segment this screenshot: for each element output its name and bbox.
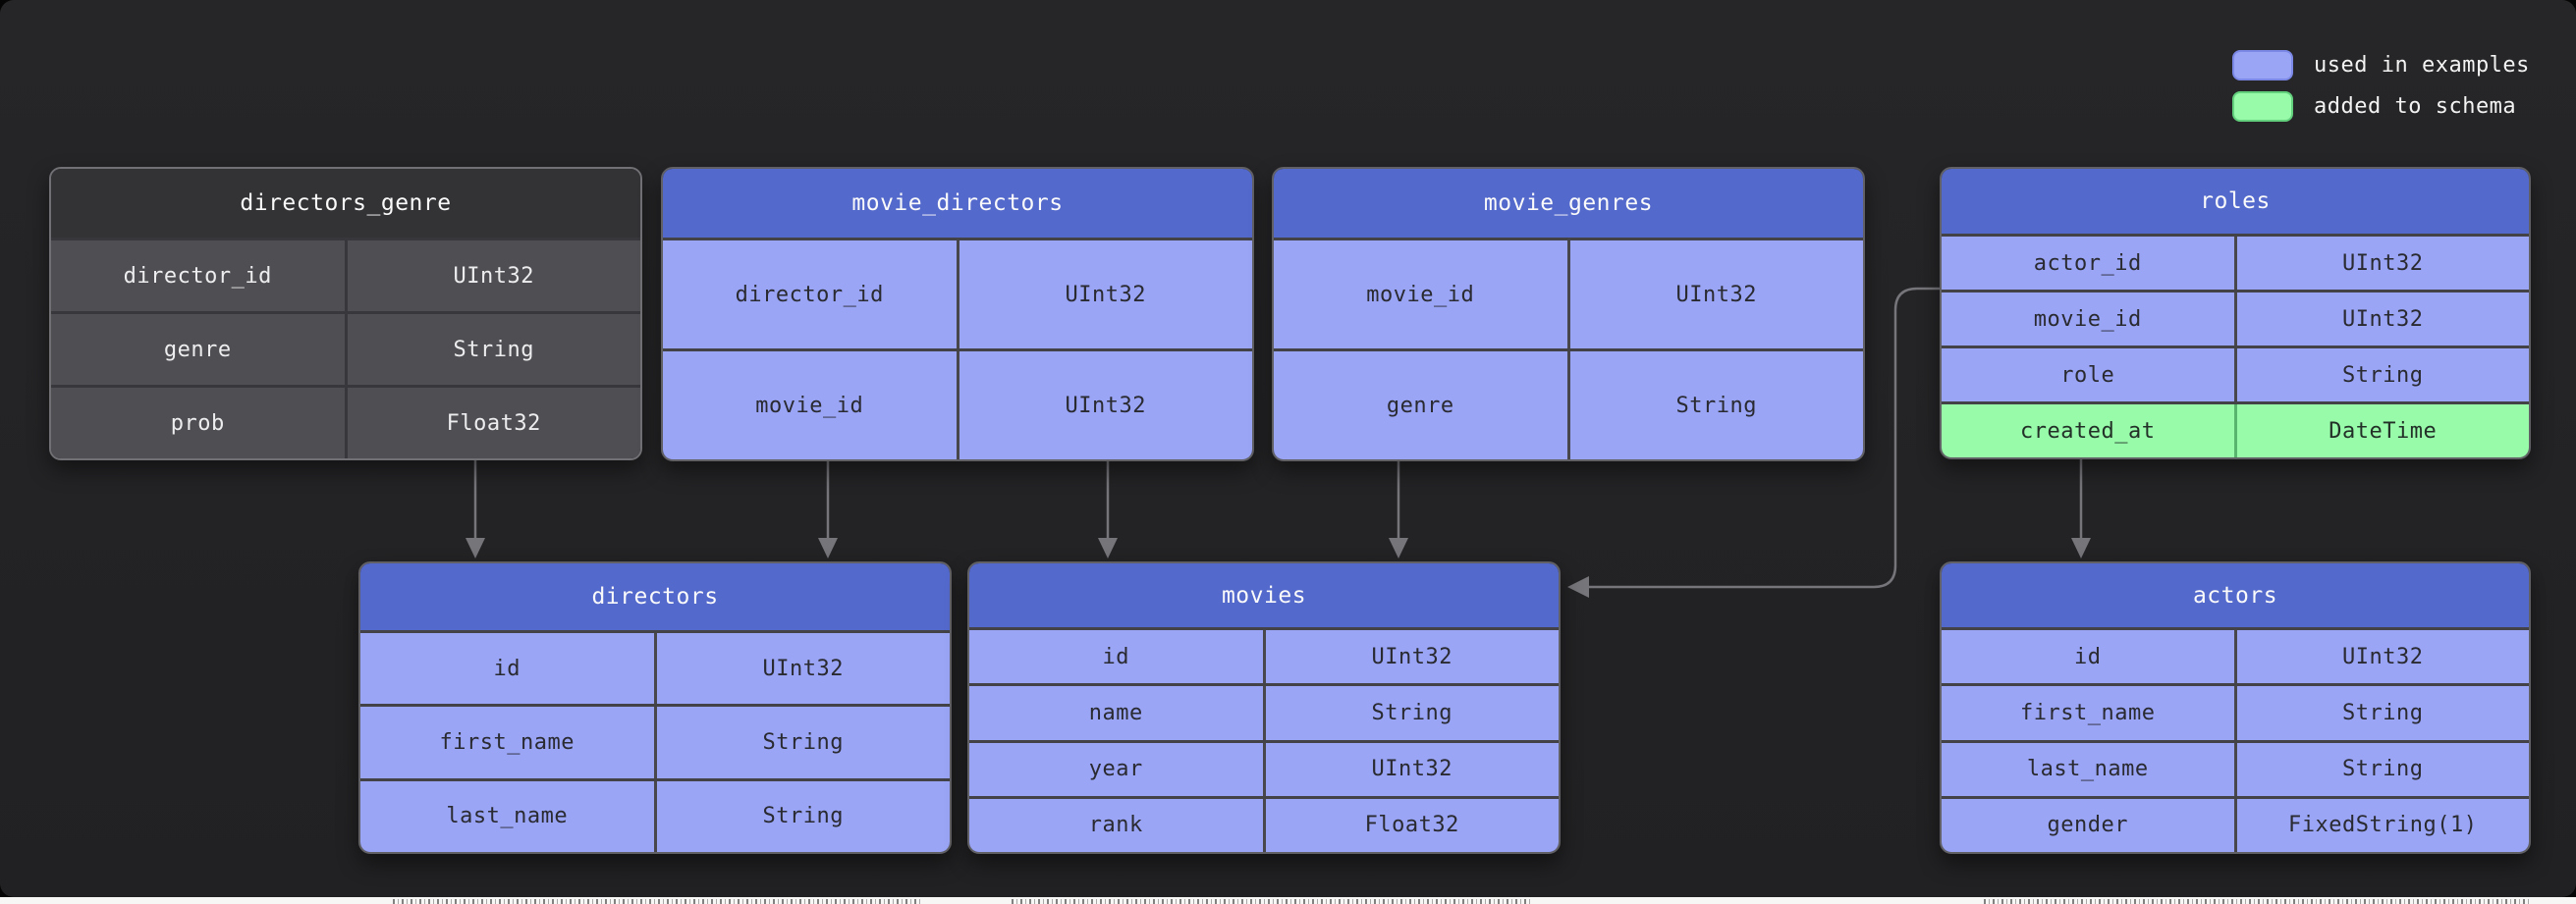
table-rows: movie_id UInt32 genre String: [1274, 238, 1863, 459]
column-name: id: [1102, 644, 1129, 669]
column-name: id: [2074, 644, 2102, 669]
column-type: String: [1262, 686, 1560, 740]
table-row-actor_id: actor_id UInt32: [1942, 234, 2529, 290]
column-type: FixedString(1): [2233, 798, 2530, 852]
legend-swatch-blue-icon: [2232, 50, 2293, 80]
column-name: created_at: [2020, 418, 2156, 444]
column-name: last_name: [2026, 757, 2149, 782]
column-name: movie_id: [2033, 306, 2142, 332]
column-name: director_id: [735, 282, 884, 307]
column-type: Float32: [1262, 798, 1560, 852]
column-type: String: [344, 314, 641, 385]
table-row-movie_id: movie_id UInt32: [1942, 290, 2529, 346]
column-type: String: [2233, 686, 2530, 740]
table-row-genre: genre String: [51, 311, 640, 385]
column-type: UInt32: [344, 240, 641, 311]
column-name: actor_id: [2033, 250, 2142, 276]
table-rows: director_id UInt32 genre String prob Float32: [51, 238, 640, 458]
legend: used in examples added to schema: [2232, 50, 2530, 133]
table-row-first_name: first_name String: [360, 704, 951, 778]
column-name: genre: [1386, 393, 1454, 418]
table-row-movie_id: movie_id UInt32: [663, 348, 1252, 459]
table-row-id: id UInt32: [969, 627, 1560, 684]
table-row-genre: genre String: [1274, 348, 1863, 459]
column-type: DateTime: [2233, 404, 2530, 457]
column-type: UInt32: [1566, 240, 1864, 348]
table-title: movies: [969, 563, 1559, 627]
column-type: UInt32: [2233, 292, 2530, 346]
column-name: movie_id: [1366, 282, 1475, 307]
column-type: Float32: [344, 388, 641, 458]
column-type: UInt32: [956, 351, 1253, 459]
column-type: UInt32: [1262, 630, 1560, 684]
table-row-name: name String: [969, 683, 1560, 740]
column-type: String: [1566, 351, 1864, 459]
table-movie-genres: movie_genres movie_id UInt32 genre String: [1272, 167, 1865, 461]
table-row-director_id: director_id UInt32: [51, 238, 640, 311]
column-type: UInt32: [1262, 742, 1560, 796]
table-title: actors: [1942, 563, 2529, 627]
column-type: String: [653, 780, 951, 852]
table-row-id: id UInt32: [1942, 627, 2530, 684]
table-row-last_name: last_name String: [360, 777, 951, 852]
legend-item-added-to-schema: added to schema: [2232, 91, 2530, 122]
column-name: name: [1088, 700, 1143, 725]
column-name: last_name: [446, 804, 569, 829]
column-name: gender: [2047, 813, 2128, 838]
table-row-id: id UInt32: [360, 630, 951, 705]
legend-label: added to schema: [2314, 94, 2517, 119]
column-type: String: [653, 707, 951, 778]
column-name: prob: [170, 410, 225, 436]
cropped-text-artifact: [1012, 899, 1532, 904]
table-row-director_id: director_id UInt32: [663, 238, 1252, 348]
column-name: director_id: [123, 263, 272, 289]
column-type: UInt32: [653, 633, 951, 705]
table-row-last_name: last_name String: [1942, 739, 2530, 796]
column-type: UInt32: [2233, 630, 2530, 684]
table-directors-genre: directors_genre director_id UInt32 genre St…: [49, 167, 642, 460]
column-type: UInt32: [956, 240, 1253, 348]
column-name: rank: [1088, 813, 1143, 838]
cropped-text-artifact: [393, 899, 923, 904]
column-type: UInt32: [2233, 237, 2530, 290]
column-name: first_name: [2020, 700, 2156, 725]
table-row-first_name: first_name String: [1942, 683, 2530, 740]
table-row-movie_id: movie_id UInt32: [1274, 238, 1863, 348]
column-name: id: [493, 656, 521, 681]
table-title: movie_directors: [663, 169, 1252, 238]
table-row-rank: rank Float32: [969, 795, 1560, 852]
column-type: String: [2233, 348, 2530, 401]
legend-label: used in examples: [2314, 53, 2530, 78]
table-row-created_at: created_at DateTime: [1942, 401, 2529, 457]
table-row-year: year UInt32: [969, 739, 1560, 796]
table-row-role: role String: [1942, 346, 2529, 401]
column-name: movie_id: [755, 393, 864, 418]
table-row-prob: prob Float32: [51, 385, 640, 458]
cropped-text-artifact: [1984, 899, 2529, 904]
column-name: role: [2060, 362, 2115, 388]
table-title: directors: [360, 563, 950, 630]
legend-item-used-in-examples: used in examples: [2232, 50, 2530, 80]
table-title: directors_genre: [51, 169, 640, 238]
table-title: movie_genres: [1274, 169, 1863, 238]
legend-swatch-green-icon: [2232, 91, 2293, 122]
column-type: String: [2233, 742, 2530, 796]
table-row-gender: gender FixedString(1): [1942, 795, 2530, 852]
column-name: first_name: [439, 729, 575, 755]
table-title: roles: [1942, 169, 2529, 234]
column-name: genre: [163, 337, 232, 362]
column-name: year: [1088, 757, 1143, 782]
